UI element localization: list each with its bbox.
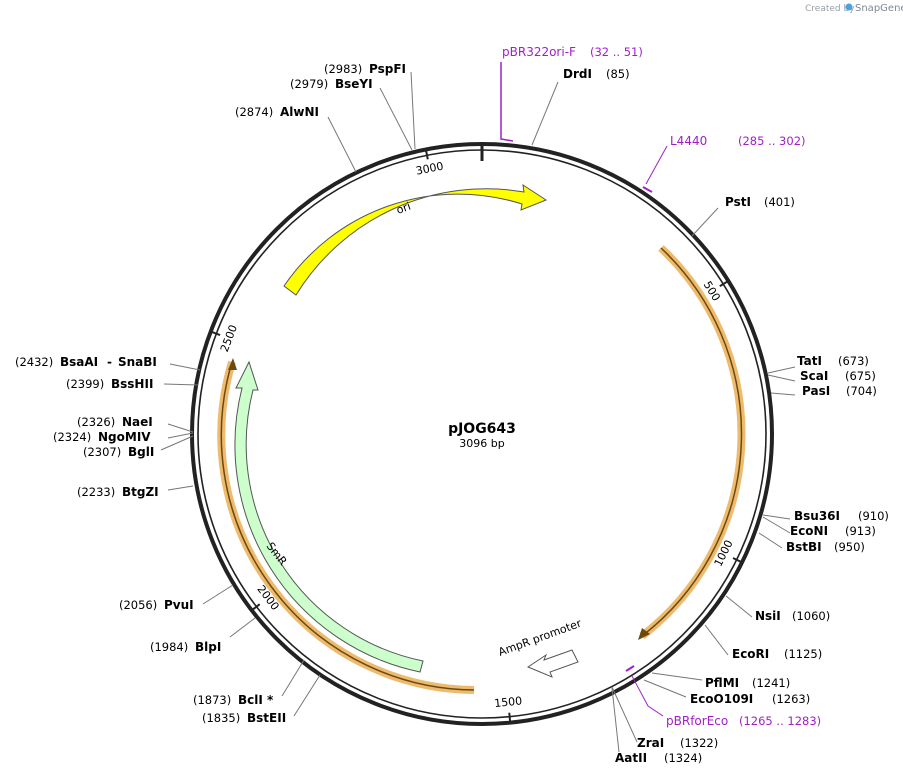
site-pos: (2326) xyxy=(77,415,115,429)
site-pos: (1322) xyxy=(680,736,718,750)
site-pos: (1060) xyxy=(792,609,830,623)
tick-label: 3000 xyxy=(415,160,445,178)
site-labels: (2983) PspFI (2979) BseYI (2874) AlwNI D… xyxy=(15,62,889,765)
site-pos: (1125) xyxy=(784,647,822,661)
primer-range-pbr322ori-f: (32 .. 51) xyxy=(590,45,643,59)
site-name[interactable]: BtgZI xyxy=(122,485,159,499)
site-name[interactable]: Bsu36I xyxy=(794,509,840,523)
site-pos: (950) xyxy=(834,540,865,554)
site-name[interactable]: EcoRI xyxy=(732,647,769,661)
primer-leader-pbrforeco xyxy=(631,675,664,717)
site-name[interactable]: PasI xyxy=(802,384,830,398)
smr-feature[interactable] xyxy=(234,360,424,673)
site-name[interactable]: BssHII xyxy=(111,377,153,391)
snapgene-credit: Created by SnapGene xyxy=(805,3,903,14)
site-name[interactable]: NaeI xyxy=(122,415,153,429)
site-name[interactable]: NgoMIV xyxy=(98,430,151,444)
site-pos: (1263) xyxy=(772,692,810,706)
site-name[interactable]: SnaBI xyxy=(118,355,157,369)
site-pos: (1241) xyxy=(752,676,790,690)
site-pos: (675) xyxy=(845,369,876,383)
primer-leader-l4440 xyxy=(645,145,668,185)
tick-mark xyxy=(508,712,512,724)
site-pos: (401) xyxy=(764,195,795,209)
plasmid-name: pJOG643 xyxy=(448,421,516,437)
ampr-promoter-feature[interactable] xyxy=(526,649,579,678)
site-name[interactable]: BsaAI xyxy=(60,355,98,369)
site-pos: (913) xyxy=(845,524,876,538)
backbone-outer-strand xyxy=(190,142,774,726)
site-pos: (2432) xyxy=(15,355,53,369)
site-name[interactable]: ZraI xyxy=(637,736,664,750)
site-pos: (2979) xyxy=(290,77,328,91)
site-name[interactable]: BglI xyxy=(128,445,154,459)
site-name[interactable]: DrdI xyxy=(563,67,592,81)
primer-range-l4440: (285 .. 302) xyxy=(738,134,806,148)
site-pos: (2056) xyxy=(119,598,157,612)
site-name[interactable]: BstEII xyxy=(247,711,286,725)
site-pos: (2324) xyxy=(53,430,91,444)
site-name[interactable]: AatII xyxy=(615,751,647,765)
site-name[interactable]: PvuI xyxy=(164,598,194,612)
site-pos: (2399) xyxy=(66,377,104,391)
site-pos: (1984) xyxy=(150,640,188,654)
primer-mark-l4440 xyxy=(642,186,653,193)
site-name[interactable]: EcoO109I xyxy=(690,692,753,706)
ampr-orf-line xyxy=(641,247,743,637)
site-pos: (85) xyxy=(606,67,630,81)
smr-orf-line xyxy=(220,361,475,691)
site-name[interactable]: PspFI xyxy=(369,62,406,76)
tick-mark xyxy=(250,603,261,612)
site-pos: (1873) xyxy=(193,693,231,707)
backbone xyxy=(190,142,774,726)
features: ori SmR AmpR promoter xyxy=(217,183,746,694)
primer-name-pbr322ori-f[interactable]: pBR322ori-F xyxy=(502,45,576,59)
site-name[interactable]: NsiI xyxy=(755,609,781,623)
tick-mark xyxy=(719,279,730,288)
site-leaders xyxy=(160,71,796,753)
site-name[interactable]: AlwNI xyxy=(280,105,319,119)
ampr-orf-arrowhead xyxy=(638,628,650,640)
site-name[interactable]: EcoNI xyxy=(790,524,828,538)
ori-feature[interactable] xyxy=(283,183,548,296)
site-name[interactable]: PflMI xyxy=(705,676,739,690)
primer-name-l4440[interactable]: L4440 xyxy=(670,134,707,148)
site-name[interactable]: TatI xyxy=(797,354,822,368)
primer-leader-pbr322ori-f xyxy=(500,62,514,142)
smr-orf-arrowhead xyxy=(228,358,237,370)
site-name[interactable]: BseYI xyxy=(335,77,373,91)
tick-mark xyxy=(732,557,744,564)
site-pos: (1324) xyxy=(664,751,702,765)
site-name-separator: - xyxy=(107,355,112,369)
site-pos: (910) xyxy=(858,509,889,523)
tick-label: 1500 xyxy=(494,694,523,710)
tick-mark xyxy=(209,330,221,336)
site-pos: (673) xyxy=(838,354,869,368)
primer-mark-pbrforeco xyxy=(625,665,635,672)
credit-text: Created by xyxy=(805,4,855,14)
site-pos: (1835) xyxy=(202,711,240,725)
site-name[interactable]: BstBI xyxy=(786,540,822,554)
primers: pBR322ori-F (32 .. 51) L4440 (285 .. 302… xyxy=(500,45,821,728)
site-name[interactable]: BclI * xyxy=(238,693,274,707)
site-pos: (2307) xyxy=(83,445,121,459)
site-name[interactable]: BlpI xyxy=(195,640,221,654)
site-name[interactable]: PstI xyxy=(725,195,751,209)
site-pos: (2874) xyxy=(235,105,273,119)
primer-range-pbrforeco: (1265 .. 1283) xyxy=(739,714,821,728)
ori-label: ori xyxy=(395,200,413,217)
snapgene-logo-icon xyxy=(845,3,853,11)
credit-brand: SnapGene xyxy=(855,3,903,14)
primer-name-pbrforeco[interactable]: pBRforEco xyxy=(666,714,728,728)
tick-mark xyxy=(424,148,429,160)
site-pos: (2233) xyxy=(77,485,115,499)
site-name[interactable]: ScaI xyxy=(800,369,828,383)
plasmid-length: 3096 bp xyxy=(459,437,504,450)
site-pos: (704) xyxy=(846,384,877,398)
tick-label: 2500 xyxy=(218,323,240,354)
site-pos: (2983) xyxy=(324,62,362,76)
